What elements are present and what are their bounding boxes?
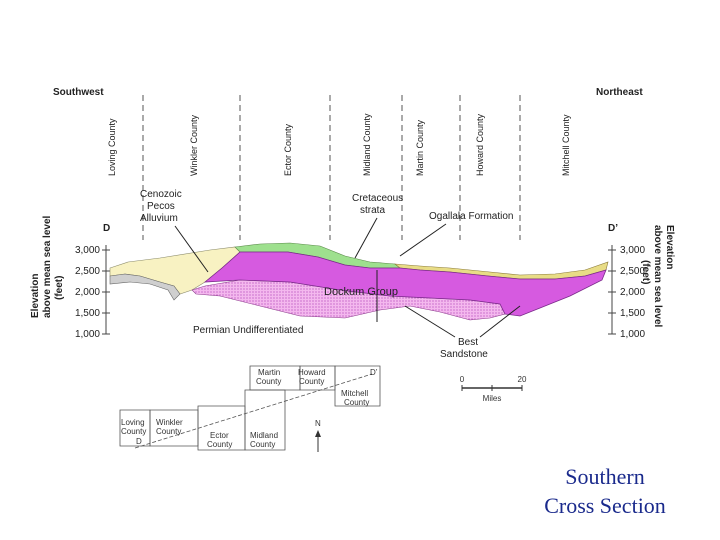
dockum-label: Dockum Group <box>324 286 398 298</box>
scale-start-label: 0 <box>460 375 465 384</box>
map-county-label: County <box>121 427 146 436</box>
right-tick-label: 1,000 <box>620 329 645 340</box>
cretaceous-label-line: strata <box>360 205 385 216</box>
right-tick-label: 1,500 <box>620 308 645 319</box>
map-section-end-left: D <box>136 437 142 446</box>
right-axis-title-line: Elevation <box>664 225 675 269</box>
county-label-loving: Loving County <box>107 118 117 176</box>
permian-label: Permian Undifferentiated <box>193 325 303 336</box>
left-axis-title-line: Elevation <box>30 274 41 318</box>
map-section-end-right: D’ <box>370 368 378 377</box>
map-county-label: Ector <box>210 431 229 440</box>
north-label: N <box>315 419 321 428</box>
map-county-label: County <box>156 427 181 436</box>
county-label-ector: Ector County <box>283 123 293 176</box>
caption-line: Cross Section <box>544 493 666 518</box>
permian-layer <box>109 273 181 301</box>
right-tick-label: 3,000 <box>620 245 645 256</box>
county-label-martin: Martin County <box>415 119 425 176</box>
county-label-winkler: Winkler County <box>189 114 199 176</box>
left-tick-label: 2,500 <box>75 266 100 277</box>
left-axis-title-line: (feet) <box>54 276 65 300</box>
map-county-outline <box>334 365 381 407</box>
cenozoic-label-line: Alluvium <box>140 213 178 224</box>
ogallala-leader-line <box>399 223 447 257</box>
slide-caption: Southern Cross Section <box>520 462 690 520</box>
caption-line: Southern <box>565 464 645 489</box>
section-line <box>134 373 373 449</box>
ogallala-label: Ogallala Formation <box>429 211 513 222</box>
location-map <box>119 365 381 451</box>
cretaceous-label-line: Cretaceous <box>352 193 403 204</box>
map-county-label: Martin <box>258 368 280 377</box>
map-county-label: County <box>207 440 232 449</box>
best-sandstone-leader-line <box>479 305 521 338</box>
map-county-label: County <box>344 398 369 407</box>
left-tick-label: 1,000 <box>75 329 100 340</box>
map-county-label: Mitchell <box>341 389 368 398</box>
map-county-label: Winkler <box>156 418 183 427</box>
map-county-label: County <box>250 440 275 449</box>
map-county-label: Loving <box>121 418 145 427</box>
left-elevation-axis: Elevation above mean sea level (feet) 3,… <box>30 215 110 340</box>
right-tick-label: 2,500 <box>620 266 645 277</box>
north-arrow-icon <box>315 430 321 452</box>
scale-unit-label: Miles <box>483 394 502 403</box>
map-county-label: County <box>299 377 324 386</box>
scale-bar <box>461 385 523 391</box>
county-label-mitchell: Mitchell County <box>561 114 571 176</box>
cretaceous-leader-line <box>354 217 378 259</box>
left-tick-label: 3,000 <box>75 245 100 256</box>
map-county-outline <box>244 389 286 451</box>
right-axis-title-line: above mean sea level <box>652 225 663 328</box>
county-label-howard: Howard County <box>475 113 485 176</box>
section-end-left: D <box>103 223 110 234</box>
county-boundaries <box>142 95 521 240</box>
map-county-label: Midland <box>250 431 278 440</box>
cenozoic-label-line: Pecos <box>147 201 175 212</box>
section-end-right: D’ <box>608 223 618 234</box>
left-tick-label: 2,000 <box>75 287 100 298</box>
scale-end-label: 20 <box>518 375 527 384</box>
cenozoic-leader-line <box>174 225 209 273</box>
right-tick-label: 2,000 <box>620 287 645 298</box>
cenozoic-label-line: Cenozoic <box>140 189 182 200</box>
right-elevation-axis: 3,000 2,500 2,000 1,500 1,000 Elevation … <box>608 225 675 340</box>
left-tick-label: 1,500 <box>75 308 100 319</box>
northeast-label: Northeast <box>596 87 643 98</box>
map-county-label: Howard <box>298 368 326 377</box>
best-sandstone-label-line: Sandstone <box>440 349 488 360</box>
best-sandstone-leader-line <box>404 305 456 338</box>
dockum-group-layer <box>203 251 607 317</box>
southwest-label: Southwest <box>53 87 104 98</box>
left-axis-title-line: above mean sea level <box>42 215 53 318</box>
right-axis-title-line: (feet) <box>640 260 651 284</box>
geologic-layers <box>109 242 609 321</box>
best-sandstone-label-line: Best <box>458 337 478 348</box>
county-label-midland: Midland County <box>362 113 372 176</box>
map-county-label: County <box>256 377 281 386</box>
